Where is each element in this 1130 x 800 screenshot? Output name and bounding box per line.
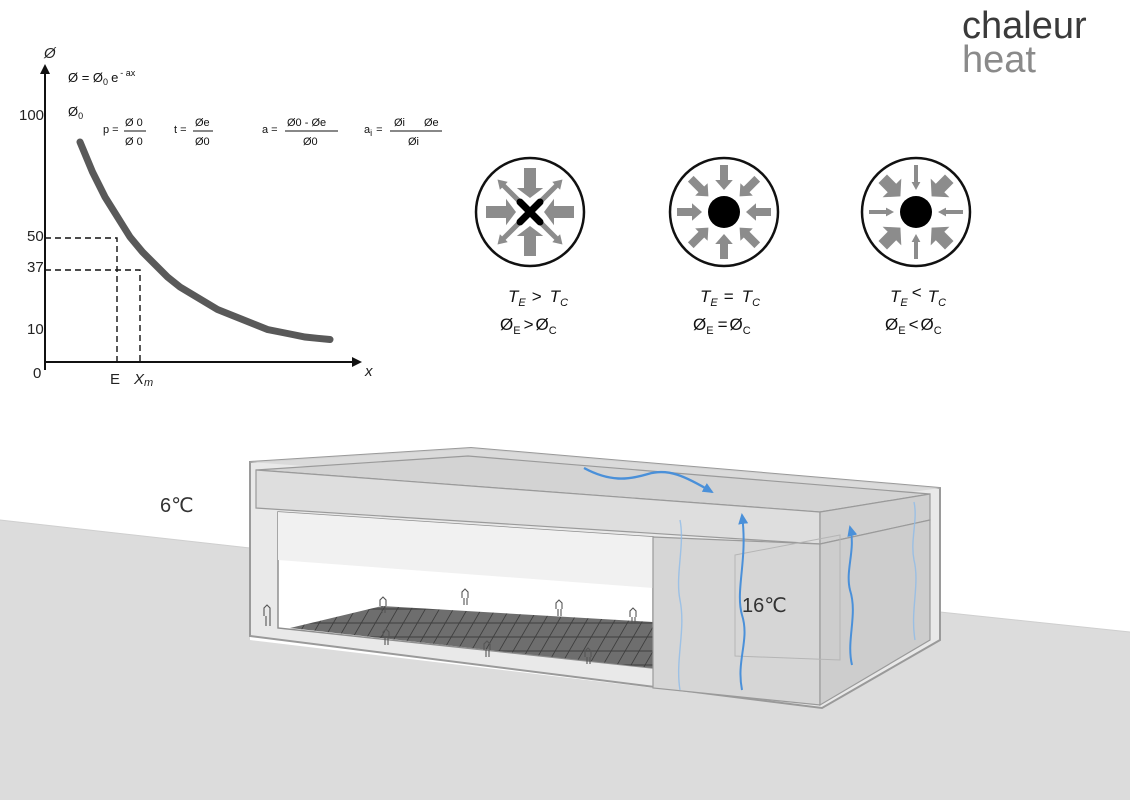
condition-3: TE<TC ØE<ØC (885, 283, 946, 337)
ref-line-37 (45, 269, 141, 362)
formula-a-num: Ø0 - Øe (287, 117, 326, 129)
inward-arrow-icon (677, 203, 702, 221)
formula-t: t = Øe Ø0 (174, 117, 213, 148)
formula-t-lhs: t = (174, 124, 187, 136)
airflow-vertical-arrow-2 (847, 525, 858, 666)
title: chaleur heat (962, 5, 1087, 81)
heat-balance-diagrams (474, 156, 972, 268)
condition-3-temperature: TE<TC (890, 283, 946, 309)
inward-arrow-icon (938, 207, 963, 217)
center-cross-icon (516, 198, 544, 226)
title-english: heat (962, 39, 1036, 81)
y-tick-37: 37 (27, 259, 44, 276)
inward-arrow-icon (869, 207, 894, 217)
formula-p-lhs: p = (103, 124, 119, 136)
inward-arrow-icon (739, 175, 761, 197)
formula-ai-lhs: ai= (364, 124, 383, 138)
inward-arrow-icon (911, 234, 921, 259)
formula-ai-num2: Øe (424, 117, 439, 129)
x-axis-label: x (364, 363, 373, 380)
inward-arrow-icon (516, 226, 544, 256)
inward-arrow-icon (930, 226, 954, 250)
ground (0, 520, 1130, 800)
condition-2: TE=TC ØE=ØC (693, 287, 760, 337)
x-tick-e: E (110, 371, 120, 388)
floor-grid (290, 606, 653, 668)
inward-arrow-icon (746, 203, 771, 221)
formula-ai-den: Øi (408, 136, 419, 148)
arrows-inward-strong (869, 165, 963, 259)
people-figures (263, 588, 637, 664)
center-dot-icon (708, 196, 740, 228)
outward-arrow-icon (497, 179, 522, 204)
inward-arrow-icon (878, 226, 902, 250)
formula-t-den: Ø0 (195, 136, 210, 148)
condition-3-flux: ØE<ØC (885, 315, 942, 337)
reference-lines (45, 237, 141, 362)
building-illustration: 6℃ 16℃ (0, 446, 1130, 800)
y-tick-0: 0 (33, 365, 41, 382)
inward-arrow-icon (687, 227, 709, 249)
circle-diagram-1 (474, 156, 586, 268)
inward-arrow-icon (516, 168, 544, 198)
condition-1-temperature: TE>TC (508, 287, 568, 309)
circle-diagram-3 (860, 156, 972, 268)
inward-arrow-icon (544, 198, 574, 226)
condition-1-flux: ØE>ØC (500, 315, 557, 337)
condition-2-temperature: TE=TC (700, 287, 760, 309)
x-tick-xm: Xm (133, 371, 153, 389)
inward-arrow-icon (687, 175, 709, 197)
formula-p-den: Ø 0 (125, 136, 143, 148)
formula-a-lhs: a = (262, 124, 278, 136)
arrows-mixed (486, 168, 574, 256)
airflow-arrows (583, 466, 917, 691)
inward-arrow-icon (911, 165, 921, 190)
outward-arrow-icon (538, 220, 563, 245)
inward-arrow-icon (486, 198, 516, 226)
formula-p-num: Ø 0 (125, 117, 143, 129)
airflow-vertical-arrow-1 (738, 513, 749, 691)
airflow-faint-1 (677, 519, 683, 691)
outside-temperature: 6℃ (160, 495, 194, 517)
outward-arrow-icon (497, 220, 522, 245)
inward-arrow-icon (878, 174, 902, 198)
inward-arrow-icon (715, 165, 733, 190)
y-tick-10: 10 (27, 321, 44, 338)
inward-arrow-icon (739, 227, 761, 249)
airflow-faint-2 (912, 501, 917, 641)
y-tick-50: 50 (27, 228, 44, 245)
arrows-inward (677, 165, 771, 259)
title-french: chaleur (962, 5, 1087, 47)
condition-2-flux: ØE=ØC (693, 315, 751, 337)
phi0-label: Ø0 (68, 104, 83, 121)
formula-ai: ai= Øi Øe Øi (364, 117, 442, 148)
formula-ai-num1: Øi (394, 117, 405, 129)
inward-arrow-icon (715, 234, 733, 259)
formula-p: p = Ø 0 Ø 0 (103, 117, 146, 148)
center-dot-icon (900, 196, 932, 228)
y-axis-label: Ø (43, 45, 57, 62)
formula-a-den: Ø0 (303, 136, 318, 148)
formula-a: a = Ø0 - Øe Ø0 (262, 117, 338, 148)
decay-curve (76, 138, 334, 343)
core-block-front (652, 536, 821, 706)
airflow-horizontal-arrow (583, 466, 714, 494)
inward-arrow-icon (930, 174, 954, 198)
ref-line-50 (45, 237, 118, 362)
y-tick-100: 100 (19, 107, 44, 124)
circle-diagram-2 (668, 156, 780, 268)
outward-arrow-icon (538, 179, 563, 204)
formula-t-num: Øe (195, 117, 210, 129)
inside-temperature: 16℃ (742, 595, 787, 617)
conditions: TE>TC ØE>ØC TE=TC ØE=ØC TE<TC ØE<ØC (500, 283, 946, 337)
condition-1: TE>TC ØE>ØC (500, 287, 568, 337)
core-block-side (819, 519, 931, 707)
